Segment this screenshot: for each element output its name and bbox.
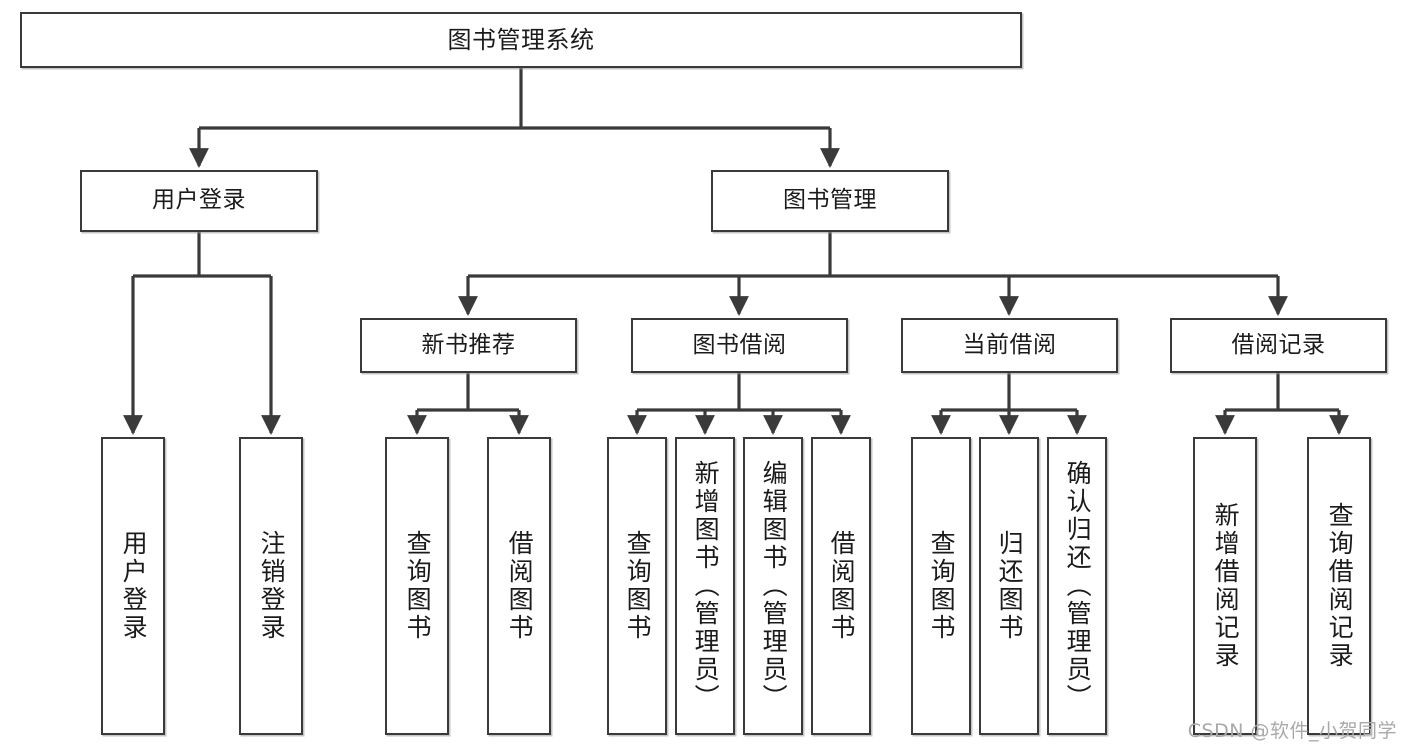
node-leaf-user-login-login[interactable]: 用户登录 — [101, 437, 165, 735]
node-leaf-borrow-query[interactable]: 查询图书 — [607, 437, 667, 735]
node-leaf-user-login-logout[interactable]: 注销登录 — [239, 437, 303, 735]
node-label: 归还图书 — [995, 530, 1025, 642]
node-borrow-record[interactable]: 借阅记录 — [1170, 318, 1387, 373]
node-label: 用户登录 — [119, 530, 149, 642]
node-leaf-borrow-add-book-admin[interactable]: 新增图书（管理员） — [675, 437, 735, 735]
node-leaf-new-book-borrow[interactable]: 借阅图书 — [487, 437, 551, 735]
node-leaf-borrow-edit-book-admin[interactable]: 编辑图书（管理员） — [743, 437, 803, 735]
node-label: 查询图书 — [927, 530, 957, 642]
node-leaf-record-add[interactable]: 新增借阅记录 — [1193, 437, 1257, 735]
node-label: 查询借阅记录 — [1325, 502, 1355, 670]
node-label: 编辑图书（管理员） — [759, 460, 789, 712]
node-leaf-current-confirm-return-admin[interactable]: 确认归还（管理员） — [1047, 437, 1107, 735]
node-label: 图书管理 — [783, 187, 877, 214]
node-leaf-record-query[interactable]: 查询借阅记录 — [1307, 437, 1371, 735]
node-label: 图书管理系统 — [447, 25, 595, 54]
node-root-book-management-system[interactable]: 图书管理系统 — [20, 12, 1022, 68]
node-leaf-current-query[interactable]: 查询图书 — [911, 437, 971, 735]
node-leaf-current-return-book[interactable]: 归还图书 — [979, 437, 1039, 735]
node-label: 查询图书 — [403, 530, 433, 642]
node-label: 注销登录 — [257, 530, 287, 642]
watermark: CSDN @软件_小贺同学 — [1187, 720, 1397, 742]
node-new-book-recommend[interactable]: 新书推荐 — [360, 318, 577, 373]
node-label: 新增图书（管理员） — [691, 460, 721, 712]
node-user-login[interactable]: 用户登录 — [80, 170, 318, 232]
node-label: 借阅图书 — [505, 530, 535, 642]
node-leaf-borrow-borrow-book[interactable]: 借阅图书 — [811, 437, 871, 735]
node-label: 查询图书 — [623, 530, 653, 642]
node-label: 借阅记录 — [1231, 331, 1326, 358]
node-book-management[interactable]: 图书管理 — [711, 170, 949, 232]
node-book-borrow[interactable]: 图书借阅 — [631, 318, 848, 373]
node-label: 用户登录 — [152, 187, 246, 214]
node-leaf-new-book-query[interactable]: 查询图书 — [385, 437, 449, 735]
node-label: 新增借阅记录 — [1211, 502, 1241, 670]
node-label: 新书推荐 — [421, 331, 516, 358]
node-label: 当前借阅 — [962, 331, 1057, 358]
node-label: 借阅图书 — [827, 530, 857, 642]
node-label: 图书借阅 — [692, 331, 787, 358]
node-label: 确认归还（管理员） — [1063, 460, 1093, 712]
node-current-borrow[interactable]: 当前借阅 — [901, 318, 1118, 373]
